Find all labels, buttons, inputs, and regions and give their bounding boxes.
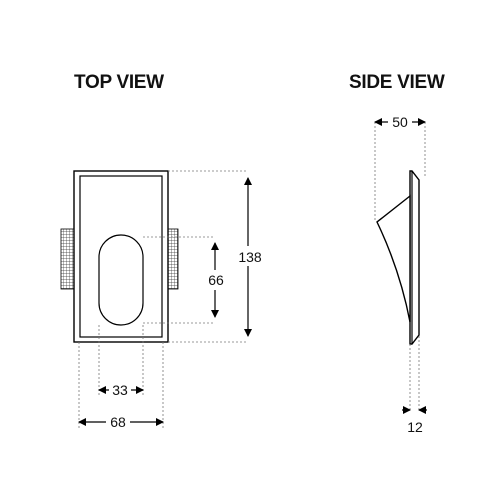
side-view-title: SIDE VIEW [349,72,445,93]
recess-width-label-bg [109,381,131,399]
width-label-bg [106,413,130,431]
top-view-title: TOP VIEW [74,72,164,93]
width-dimension-label: 68 [110,414,126,430]
depth-label-bg [388,113,412,131]
side-view: SIDE VIEW 50 12 [349,72,445,435]
height-label-bg [236,246,264,266]
side-housing [376,194,411,323]
plate-thickness-label: 12 [407,419,423,435]
side-extension-lines [374,122,426,410]
recess-width-dimension-label: 33 [112,382,128,398]
top-outer-plate [73,170,169,343]
oval-recess [98,234,144,326]
recess-height-dimension-label: 66 [208,272,224,288]
top-view: TOP VIEW 138 66 33 [60,72,264,431]
recess-height-label-bg [204,270,228,290]
height-dimension-label: 138 [238,249,262,265]
top-inner-frame [79,175,163,338]
top-extension-lines [78,170,248,428]
side-plate [409,170,420,345]
left-mesh-wing [60,228,76,290]
depth-dimension-label: 50 [392,114,408,130]
